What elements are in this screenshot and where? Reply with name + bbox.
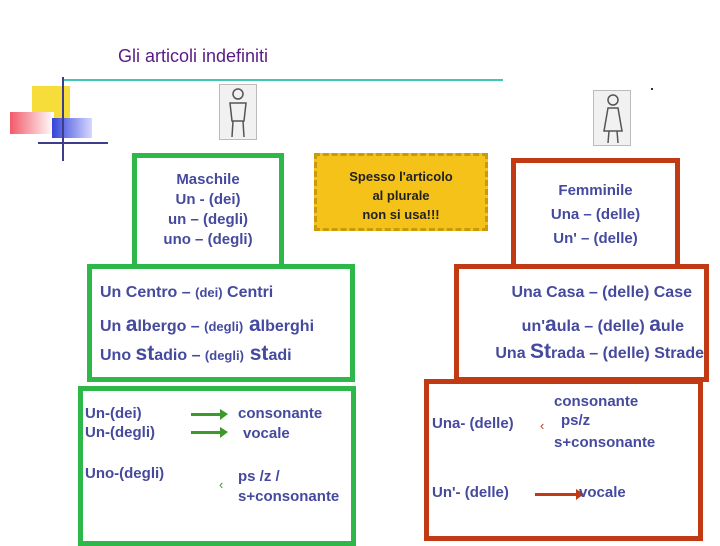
example-row: Un albergo – (degli) alberghi	[100, 313, 315, 336]
note-line: non si usa!!!	[362, 207, 440, 222]
feminine-line: Una – (delle)	[550, 206, 641, 223]
decor-dot	[651, 88, 653, 90]
feminine-examples-box: Una Casa – (delle) Case un'aula – (delle…	[454, 264, 709, 382]
rule-label: Una- (delle)	[432, 415, 514, 432]
masculine-rules-box: Un-(dei) Un-(degli) consonante vocale Un…	[78, 386, 356, 546]
rule-value: consonante	[238, 405, 323, 422]
arrow-icon	[191, 409, 228, 420]
masculine-label: Maschile	[176, 171, 240, 188]
decor-teal-line	[63, 79, 503, 81]
example-row: Uno stadio – (degli) stadi	[100, 342, 292, 365]
rule-value: consonante	[554, 393, 639, 410]
note-line: al plurale	[372, 188, 430, 203]
man-figure-icon	[219, 84, 257, 140]
masculine-examples-box: Un Centro – (dei) Centri Un albergo – (d…	[87, 264, 355, 382]
decor-vertical-line	[62, 77, 64, 161]
masculine-box: Maschile Un - (dei) un – (degli) uno – (…	[132, 153, 284, 271]
example-row: Un Centro – (dei) Centri	[100, 284, 274, 301]
woman-figure-icon	[593, 90, 631, 146]
feminine-rules-box: Una- (delle) ‹ consonante ps/z s+consona…	[424, 379, 703, 541]
rule-label: Uno-(degli)	[85, 465, 165, 482]
feminine-box: Femminile Una – (delle) Un' – (delle)	[511, 158, 680, 270]
rule-value: ps/z	[561, 412, 591, 429]
decor-short-line	[38, 142, 108, 144]
masculine-line: Un - (dei)	[175, 191, 241, 208]
rule-value: s+consonante	[554, 434, 656, 451]
rule-value: vocale	[243, 425, 290, 442]
note-line: Spesso l'articolo	[349, 169, 453, 184]
arrow-icon	[535, 489, 584, 500]
feminine-line: Un' – (delle)	[553, 230, 638, 247]
rule-label: Un-(dei)	[85, 405, 142, 422]
example-row: Una Casa – (delle) Case	[511, 284, 692, 301]
bracket-icon: ‹	[540, 418, 545, 433]
bracket-icon: ‹	[219, 477, 224, 492]
rule-value: vocale	[579, 484, 626, 501]
rule-value: ps /z /	[238, 468, 280, 485]
masculine-line: un – (degli)	[168, 211, 248, 228]
plural-note-box: Spesso l'articolo al plurale non si usa!…	[314, 153, 488, 231]
rule-label: Un'- (delle)	[432, 484, 509, 501]
example-row: Una Strada – (delle) Strade	[495, 340, 704, 363]
decor-red-bar	[10, 112, 54, 134]
rule-label: Un-(degli)	[85, 424, 155, 441]
page-title: Gli articoli indefiniti	[118, 46, 269, 66]
example-row: un'aula – (delle) aule	[521, 313, 684, 336]
feminine-label: Femminile	[558, 182, 633, 199]
arrow-icon	[191, 427, 228, 438]
rule-value: s+consonante	[238, 488, 340, 505]
decor-blue-bar	[52, 118, 92, 138]
masculine-line: uno – (degli)	[163, 231, 253, 248]
